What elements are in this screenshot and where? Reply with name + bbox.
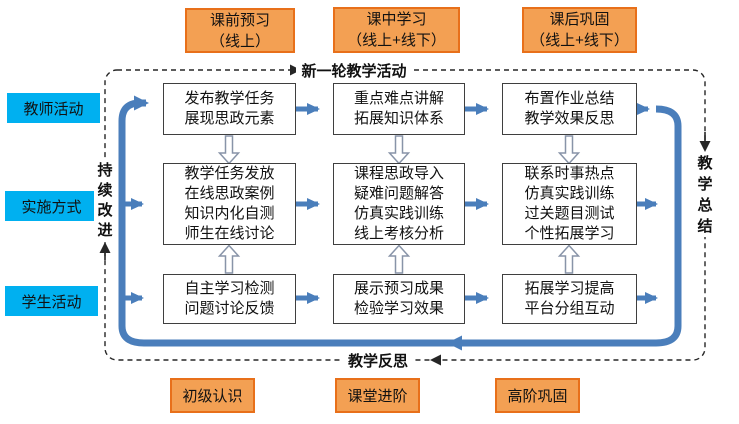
hollow-up-arrow-c2	[387, 244, 411, 274]
step-r1c2: 重点难点讲解 拓展知识体系	[333, 83, 465, 135]
label-continuous-improvement: 持 续 改 进	[94, 161, 116, 241]
role-student-activity: 学生活动	[5, 286, 98, 316]
hollow-up-arrow-c3	[557, 244, 581, 274]
hollow-up-arrow-c1	[217, 244, 241, 274]
stage-class-advance: 课堂进阶	[335, 378, 420, 413]
stage-high-consolidation: 高阶巩固	[495, 378, 580, 413]
dashed-arrow-right-icon	[290, 64, 301, 76]
feedback-loop-arrow	[118, 95, 682, 347]
hollow-down-arrow-c2	[387, 135, 411, 165]
phase-in-class: 课中学习 （线上+线下）	[333, 7, 460, 53]
role-teacher-activity: 教师活动	[7, 93, 100, 123]
hollow-down-arrow-c1	[217, 135, 241, 165]
step-r3c1: 自主学习检测 问题讨论反馈	[163, 274, 296, 324]
role-implementation: 实施方式	[5, 191, 98, 221]
hollow-down-arrow-c3	[557, 135, 581, 165]
step-r3c3: 拓展学习提高 平台分组互动	[502, 274, 637, 324]
step-r2c1: 教学任务发放 在线思政案例 知识内化自测 师生在线讨论	[163, 163, 296, 245]
stage-initial-cognition: 初级认识	[170, 378, 255, 413]
label-teaching-summary: 教 学 总 结	[694, 153, 716, 237]
step-r2c3: 联系时事热点 仿真实践训练 过关题目测试 个性拓展学习	[502, 163, 637, 245]
step-r3c2: 展示预习成果 检验学习效果	[333, 274, 465, 324]
step-r2c2: 课程思政导入 疑难问题解答 仿真实践训练 线上考核分析	[333, 163, 465, 245]
dashed-arrow-up-icon	[99, 242, 111, 253]
step-r1c1: 发布教学任务 展现思政元素	[163, 83, 296, 135]
phase-after-class: 课后巩固 （线上+线下）	[522, 7, 637, 53]
label-new-round: 新一轮教学活动	[296, 60, 412, 80]
step-r1c3: 布置作业总结 教学效果反思	[502, 83, 637, 135]
phase-pre-class: 课前预习 （线上）	[185, 8, 295, 53]
dashed-arrow-left-icon	[430, 354, 441, 366]
label-teaching-reflection: 教学反思	[341, 350, 415, 370]
dashed-arrow-down-icon	[699, 141, 711, 152]
